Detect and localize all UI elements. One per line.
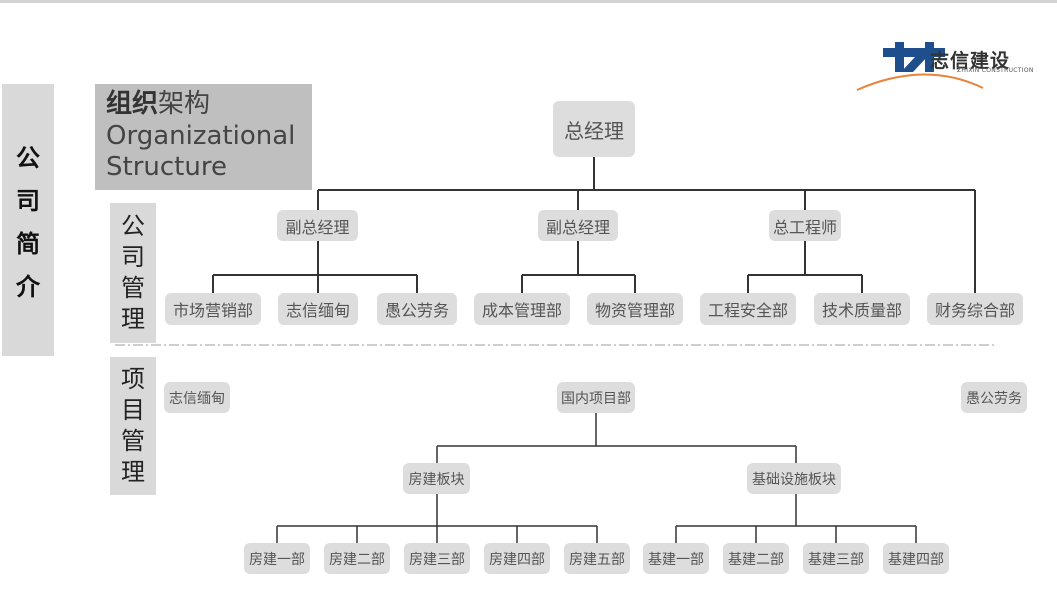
node-infra-2: 基建二部 bbox=[723, 543, 789, 574]
node-zhixin-myanmar: 志信缅甸 bbox=[278, 293, 358, 325]
node-housing-3: 房建三部 bbox=[404, 543, 470, 574]
node-housing-block: 房建板块 bbox=[403, 463, 470, 494]
node-infra-3: 基建三部 bbox=[803, 543, 869, 574]
side-tab-company-intro[interactable]: 公 司 简 介 bbox=[2, 84, 54, 356]
node-housing-2: 房建二部 bbox=[324, 543, 390, 574]
node-marketing-dept: 市场营销部 bbox=[165, 293, 261, 325]
node-finance-dept: 财务综合部 bbox=[927, 293, 1023, 325]
page-title: 组织架构 Organizational Structure bbox=[95, 84, 312, 190]
node-general-manager: 总经理 bbox=[553, 101, 635, 157]
node-materials-mgmt-dept: 物资管理部 bbox=[587, 293, 683, 325]
node-infra-4: 基建四部 bbox=[883, 543, 949, 574]
node-proj-yugong-labor: 愚公劳务 bbox=[961, 382, 1027, 413]
title-en-line2: Structure bbox=[106, 152, 227, 182]
node-housing-4: 房建四部 bbox=[484, 543, 550, 574]
side-tab-char: 司 bbox=[16, 187, 40, 215]
top-border bbox=[0, 0, 1057, 3]
node-housing-1: 房建一部 bbox=[244, 543, 310, 574]
title-cn: 组织架构 bbox=[106, 89, 211, 119]
node-deputy-gm-1: 副总经理 bbox=[277, 210, 358, 241]
node-deputy-gm-2: 副总经理 bbox=[538, 210, 618, 241]
title-en-line1: Organizational bbox=[106, 121, 296, 151]
node-housing-5: 房建五部 bbox=[564, 543, 630, 574]
company-logo bbox=[855, 40, 1045, 96]
node-quality-dept: 技术质量部 bbox=[814, 293, 910, 325]
side-tab-char: 介 bbox=[16, 273, 40, 301]
node-chief-engineer: 总工程师 bbox=[769, 210, 841, 241]
side-tab-char: 简 bbox=[16, 230, 40, 258]
node-infra-block: 基础设施板块 bbox=[747, 463, 841, 494]
logo-english: ZHIXIN CONSTRUCTION bbox=[957, 67, 1034, 74]
node-infra-1: 基建一部 bbox=[643, 543, 709, 574]
section-label-company-mgmt: 公 司 管 理 bbox=[110, 203, 156, 343]
node-cost-mgmt-dept: 成本管理部 bbox=[474, 293, 570, 325]
node-safety-dept: 工程安全部 bbox=[700, 293, 796, 325]
node-proj-zhixin-myanmar: 志信缅甸 bbox=[164, 382, 230, 413]
node-domestic-projects: 国内项目部 bbox=[557, 382, 635, 413]
logo-name: 志信建设 bbox=[930, 50, 1011, 72]
side-tab-char: 公 bbox=[16, 144, 40, 172]
section-label-project-mgmt: 项 目 管 理 bbox=[110, 357, 156, 495]
node-yugong-labor: 愚公劳务 bbox=[377, 293, 457, 325]
